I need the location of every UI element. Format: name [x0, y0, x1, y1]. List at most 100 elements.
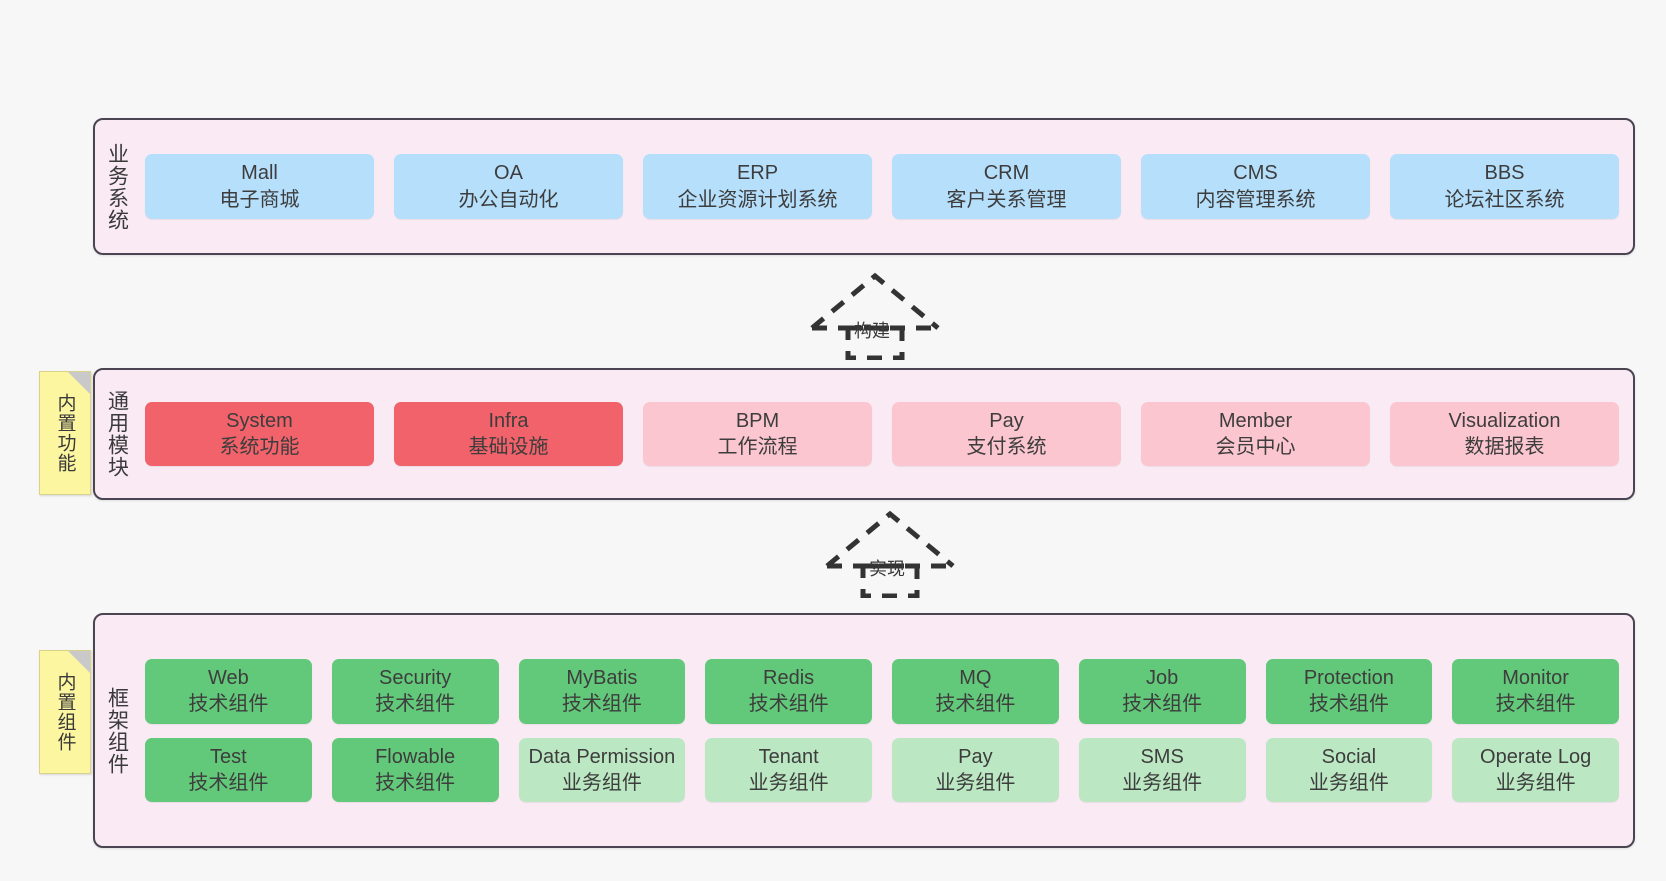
card-job[interactable]: Job 技术组件 [1078, 658, 1246, 724]
card-subtitle: 技术组件 [375, 693, 456, 716]
card-test[interactable]: Test 技术组件 [145, 737, 312, 803]
card-subtitle: 技术组件 [1122, 693, 1203, 716]
card-subtitle: 系统功能 [219, 436, 300, 458]
card-title: System [226, 409, 293, 432]
card-cms[interactable]: CMS 内容管理系统 [1141, 154, 1370, 219]
card-title: Member [1218, 409, 1293, 432]
card-subtitle: 基础设施 [468, 436, 549, 458]
card-subtitle: 支付系统 [966, 436, 1047, 458]
note-fold-corner-icon [68, 372, 90, 394]
card-subtitle: 技术组件 [561, 693, 642, 716]
card-row: System 系统功能 Infra 基础设施 BPM 工作流程 Pay 支付系统… [145, 401, 1619, 467]
card-subtitle: 业务组件 [1122, 771, 1203, 794]
card-title: Web [207, 666, 249, 689]
layer-title-common-modules: 通用模块 [105, 390, 129, 478]
card-row: Web 技术组件 Security 技术组件 MyBatis 技术组件 Redi… [145, 658, 1619, 724]
layer-title-framework-components: 框架组件 [105, 686, 129, 775]
connector-implement-label: 实现 [869, 559, 905, 579]
card-subtitle: 工作流程 [717, 436, 798, 458]
card-crm[interactable]: CRM 客户关系管理 [892, 154, 1121, 219]
card-bbs[interactable]: BBS 论坛社区系统 [1390, 154, 1619, 219]
card-subtitle: 技术组件 [748, 693, 829, 716]
card-title: BPM [735, 409, 780, 432]
card-pay-component[interactable]: Pay 业务组件 [892, 737, 1059, 803]
card-visualization[interactable]: Visualization 数据报表 [1390, 401, 1619, 467]
card-subtitle: 论坛社区系统 [1444, 188, 1565, 211]
card-system[interactable]: System 系统功能 [145, 401, 374, 467]
card-title: Visualization [1448, 409, 1561, 432]
card-subtitle: 技术组件 [188, 693, 269, 716]
card-sms[interactable]: SMS 业务组件 [1078, 737, 1246, 803]
card-row: Test 技术组件 Flowable 技术组件 Data Permission … [145, 737, 1619, 803]
note-label: 内置组件 [54, 672, 76, 752]
card-mall[interactable]: Mall 电子商城 [145, 154, 374, 219]
card-title: MQ [959, 666, 992, 689]
card-title: ERP [736, 162, 779, 185]
card-title: Monitor [1502, 666, 1569, 689]
card-title: Tenant [758, 745, 819, 768]
card-mq[interactable]: MQ 技术组件 [892, 658, 1059, 724]
card-subtitle: 技术组件 [1495, 693, 1576, 716]
card-title: Flowable [375, 745, 456, 768]
card-subtitle: 业务组件 [935, 771, 1016, 794]
card-data-permission[interactable]: Data Permission 业务组件 [518, 737, 686, 803]
layer-title-business-systems: 业务系统 [105, 142, 129, 231]
card-title: Operate Log [1480, 745, 1592, 768]
card-subtitle: 业务组件 [1308, 771, 1389, 794]
card-subtitle: 业务组件 [1495, 771, 1576, 794]
card-subtitle: 企业资源计划系统 [677, 188, 838, 211]
card-mybatis[interactable]: MyBatis 技术组件 [518, 658, 686, 724]
card-monitor[interactable]: Monitor 技术组件 [1452, 658, 1619, 724]
card-bpm[interactable]: BPM 工作流程 [643, 401, 872, 467]
connector-build-label: 构建 [854, 321, 890, 341]
layer-common-modules: 通用模块 System 系统功能 Infra 基础设施 BPM 工作流程 Pay… [93, 368, 1635, 500]
card-subtitle: 电子商城 [219, 188, 300, 211]
card-member[interactable]: Member 会员中心 [1141, 401, 1370, 467]
card-subtitle: 技术组件 [375, 771, 456, 794]
connector-implement: 实现 [815, 508, 965, 598]
card-title: Pay [958, 745, 993, 768]
card-title: CMS [1233, 162, 1278, 185]
card-title: BBS [1484, 162, 1525, 185]
card-oa[interactable]: OA 办公自动化 [394, 154, 623, 219]
card-subtitle: 客户关系管理 [946, 188, 1067, 211]
note-builtin-features: 内置功能 [39, 371, 91, 495]
card-security[interactable]: Security 技术组件 [331, 658, 499, 724]
card-operate-log[interactable]: Operate Log 业务组件 [1452, 737, 1619, 803]
card-web[interactable]: Web 技术组件 [145, 658, 312, 724]
card-tenant[interactable]: Tenant 业务组件 [705, 737, 872, 803]
card-title: Infra [488, 409, 529, 432]
card-title: Security [379, 666, 452, 689]
layer-framework-components: 框架组件 Web 技术组件 Security 技术组件 MyBatis 技术组件… [93, 613, 1635, 848]
card-subtitle: 业务组件 [561, 771, 642, 794]
card-row: Mall 电子商城 OA 办公自动化 ERP 企业资源计划系统 CRM 客户关系… [145, 154, 1619, 219]
card-title: SMS [1140, 745, 1184, 768]
card-title: CRM [983, 162, 1030, 185]
card-infra[interactable]: Infra 基础设施 [394, 401, 623, 467]
card-subtitle: 会员中心 [1215, 436, 1296, 458]
card-redis[interactable]: Redis 技术组件 [705, 658, 872, 724]
card-title: OA [494, 162, 523, 185]
card-pay-module[interactable]: Pay 支付系统 [892, 401, 1121, 467]
card-title: Pay [989, 409, 1024, 432]
card-title: Test [210, 745, 247, 768]
card-social[interactable]: Social 业务组件 [1265, 737, 1433, 803]
card-title: Social [1321, 745, 1377, 768]
card-title: Data Permission [528, 745, 676, 768]
card-subtitle: 数据报表 [1464, 436, 1545, 458]
card-title: Mall [241, 162, 278, 185]
layer-business-systems: 业务系统 Mall 电子商城 OA 办公自动化 ERP 企业资源计划系统 CRM… [93, 118, 1635, 255]
card-protection[interactable]: Protection 技术组件 [1265, 658, 1433, 724]
connector-build: 构建 [800, 270, 950, 360]
card-grid-common-modules: System 系统功能 Infra 基础设施 BPM 工作流程 Pay 支付系统… [139, 370, 1633, 498]
card-flowable[interactable]: Flowable 技术组件 [331, 737, 499, 803]
card-subtitle: 业务组件 [748, 771, 829, 794]
card-grid-framework-components: Web 技术组件 Security 技术组件 MyBatis 技术组件 Redi… [139, 615, 1633, 846]
card-subtitle: 内容管理系统 [1195, 188, 1316, 211]
card-title: Protection [1303, 666, 1394, 689]
card-erp[interactable]: ERP 企业资源计划系统 [643, 154, 872, 219]
card-title: MyBatis [566, 666, 638, 689]
card-subtitle: 技术组件 [1308, 693, 1389, 716]
note-builtin-components: 内置组件 [39, 650, 91, 774]
